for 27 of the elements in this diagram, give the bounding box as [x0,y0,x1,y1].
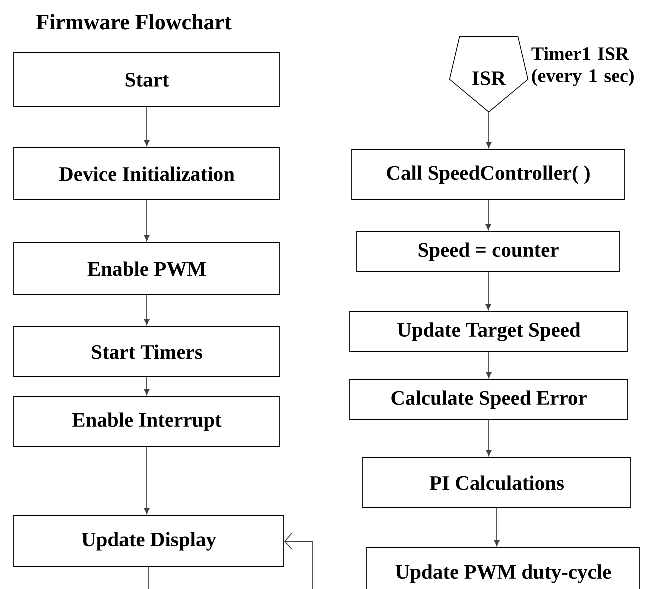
process-box: Start Timers [14,326,280,378]
connector-pentagon: ISR [449,36,529,113]
arrow [486,272,492,310]
arrow [494,508,500,546]
process-box: Start [14,52,280,108]
arrow [486,420,492,456]
arrow [144,295,150,326]
arrow [144,377,150,396]
process-box: Enable Interrupt [14,396,280,448]
arrow [486,112,492,148]
arrow [144,107,150,146]
arrow [144,447,150,514]
process-box: Device Initialization [14,148,280,200]
arrow [486,200,492,230]
process-box: Update Display [14,516,284,568]
process-box: Enable PWM [14,242,280,296]
process-box: Update Target Speed [350,312,628,352]
annotation: Timer1 ISR (every 1 sec) [532,47,634,86]
process-box: Speed = counter [356,232,620,272]
process-box: Update PWM duty-cycle [366,548,640,589]
arrow [144,200,150,242]
process-box: Call SpeedController( ) [352,150,626,200]
process-box: Calculate Speed Error [350,380,628,420]
arrow [284,533,314,589]
arrow [486,352,492,378]
title: Firmware Flowchart [36,14,232,30]
process-box: PI Calculations [362,458,632,508]
